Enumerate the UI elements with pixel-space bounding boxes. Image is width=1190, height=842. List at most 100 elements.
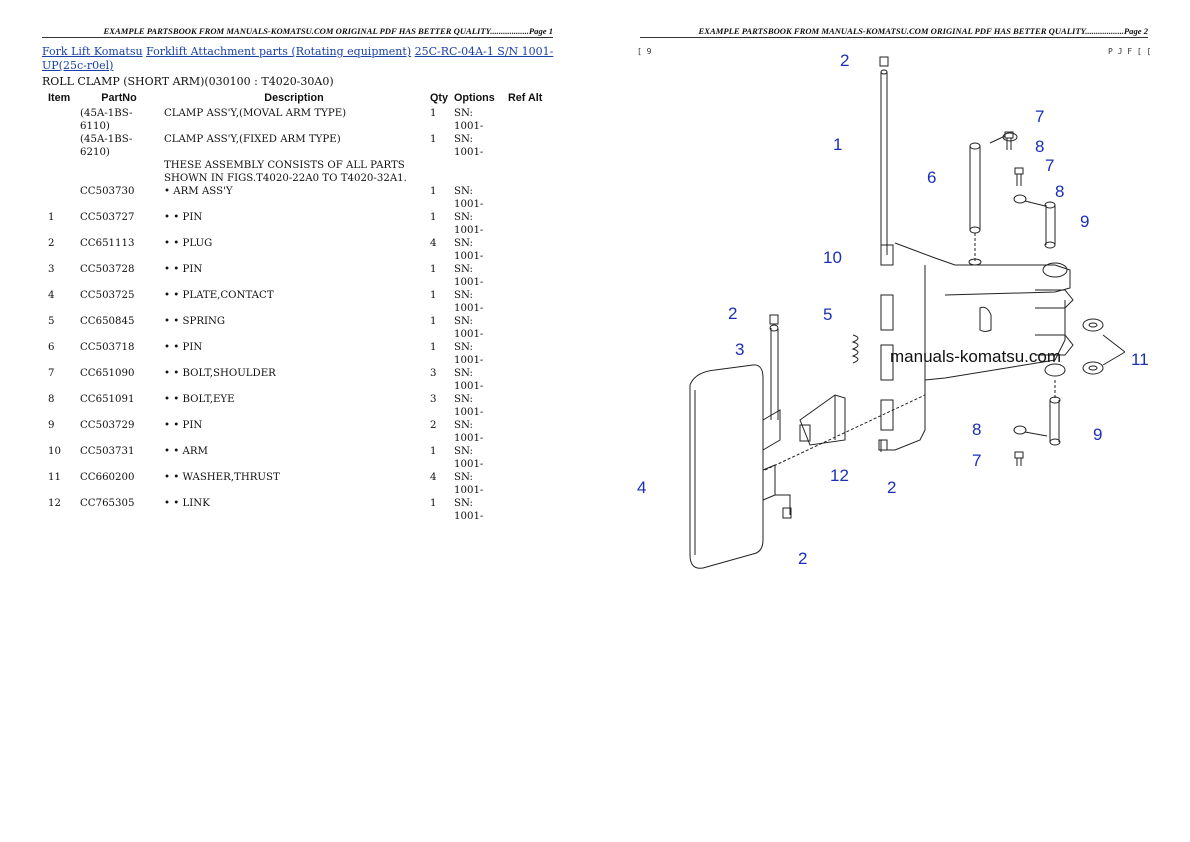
ref-alt-cell: [505, 315, 551, 341]
partno-cell: CC503728: [80, 264, 135, 275]
qty-cell: 1: [430, 498, 437, 509]
qty-cell: 1: [430, 134, 437, 145]
ref-alt-cell: [505, 367, 551, 393]
callout-2: 2: [728, 304, 737, 323]
callout-7: 7: [972, 451, 981, 470]
item-cell: 5: [48, 316, 55, 327]
partno-cell: (45A-1BS-6110): [80, 108, 133, 132]
diagram-linework: [689, 56, 1126, 569]
table-row: (45A-1BS-6210)CLAMP ASS'Y,(FIXED ARM TYP…: [45, 133, 551, 159]
callout-2: 2: [887, 478, 896, 497]
partno-cell: CC503730: [80, 186, 135, 197]
item-cell: [45, 133, 77, 159]
partno-cell: CC660200: [80, 472, 135, 483]
item-cell: 6: [48, 342, 55, 353]
drawing-mark-right: P J F [ [: [1108, 47, 1152, 56]
item-cell: 8: [48, 394, 55, 405]
item-cell: 10: [48, 446, 61, 457]
partno-cell: CC503731: [80, 446, 135, 457]
options-cell: [451, 159, 505, 185]
callout-9: 9: [1080, 212, 1089, 231]
partno-cell: CC651113: [80, 238, 135, 249]
options-cell: SN: 1001-: [454, 342, 484, 366]
partno-cell: CC651090: [80, 368, 135, 379]
partno-cell: CC765305: [80, 498, 135, 509]
description-cell: • • ARM: [164, 446, 208, 457]
options-cell: SN: 1001-: [454, 134, 484, 158]
description-cell: • • PLATE,CONTACT: [164, 290, 274, 301]
item-cell: 11: [48, 472, 61, 483]
ref-alt-cell: [505, 393, 551, 419]
page-banner: EXAMPLE PARTSBOOK FROM MANUALS-KOMATSU.C…: [640, 25, 1148, 38]
partno-cell: CC651091: [80, 394, 135, 405]
description-cell: CLAMP ASS'Y,(MOVAL ARM TYPE): [164, 108, 347, 119]
partno-cell: CC503729: [80, 420, 135, 431]
description-cell: • • PLUG: [164, 238, 213, 249]
qty-cell: 1: [430, 290, 437, 301]
ref-alt-cell: [505, 159, 551, 185]
item-cell: [45, 107, 77, 133]
ref-alt-cell: [505, 237, 551, 263]
description-cell: • • PIN: [164, 420, 203, 431]
ref-alt-cell: [505, 341, 551, 367]
ref-alt-cell: [505, 289, 551, 315]
qty-cell: 1: [430, 264, 437, 275]
callout-1: 1: [833, 135, 842, 154]
callout-8: 8: [1055, 182, 1064, 201]
partno-cell: CC503727: [80, 212, 135, 223]
item-cell: [45, 159, 77, 185]
breadcrumb-link-model[interactable]: 25C-RC-04A-1 S/N 1001-UP(25c-r0el): [42, 45, 554, 72]
qty-cell: 1: [430, 186, 437, 197]
ref-alt-cell: [505, 185, 551, 211]
description-cell: • • SPRING: [164, 316, 226, 327]
callout-12: 12: [830, 466, 849, 485]
qty-cell: 3: [430, 368, 437, 379]
description-cell: • • PIN: [164, 264, 203, 275]
breadcrumb: Fork Lift Komatsu Forklift Attachment pa…: [42, 45, 557, 73]
callout-10: 10: [823, 248, 842, 267]
options-cell: SN: 1001-: [454, 420, 484, 444]
options-cell: SN: 1001-: [454, 238, 484, 262]
callout-11: 11: [1131, 350, 1149, 369]
column-header-description: Description: [264, 91, 324, 104]
breadcrumb-link-attachment[interactable]: Forklift Attachment parts (Rotating equi…: [146, 45, 412, 58]
item-cell: 12: [48, 498, 61, 509]
description-cell: THESE ASSEMBLY CONSISTS OF ALL PARTS SHO…: [164, 160, 407, 184]
options-cell: SN: 1001-: [454, 394, 484, 418]
qty-cell: 1: [430, 446, 437, 457]
ref-alt-cell: [505, 445, 551, 471]
parts-page-2: EXAMPLE PARTSBOOK FROM MANUALS-KOMATSU.C…: [595, 0, 1190, 842]
item-cell: [45, 185, 77, 211]
watermark-text: manuals-komatsu.com: [890, 347, 1061, 366]
ref-alt-cell: [505, 419, 551, 445]
ref-alt-cell: [505, 211, 551, 237]
callout-4: 4: [637, 478, 646, 497]
description-cell: • • BOLT,EYE: [164, 394, 235, 405]
breadcrumb-link-forklift[interactable]: Fork Lift Komatsu: [42, 45, 143, 58]
callout-5: 5: [823, 305, 832, 324]
partno-cell: CC503718: [80, 342, 135, 353]
callout-9: 9: [1093, 425, 1102, 444]
callout-6: 6: [927, 168, 936, 187]
item-cell: 7: [48, 368, 55, 379]
column-header-item: Item: [48, 91, 71, 104]
item-cell: 9: [48, 420, 55, 431]
partno-cell: CC503725: [80, 290, 135, 301]
column-header-options: Options: [454, 91, 495, 104]
qty-cell: 1: [430, 108, 437, 119]
options-cell: SN: 1001-: [454, 264, 484, 288]
options-cell: SN: 1001-: [454, 316, 484, 340]
callout-7: 7: [1045, 156, 1054, 175]
callout-2: 2: [840, 51, 849, 70]
options-cell: SN: 1001-: [454, 108, 484, 132]
item-cell: 3: [48, 264, 55, 275]
description-cell: • • LINK: [164, 498, 210, 509]
